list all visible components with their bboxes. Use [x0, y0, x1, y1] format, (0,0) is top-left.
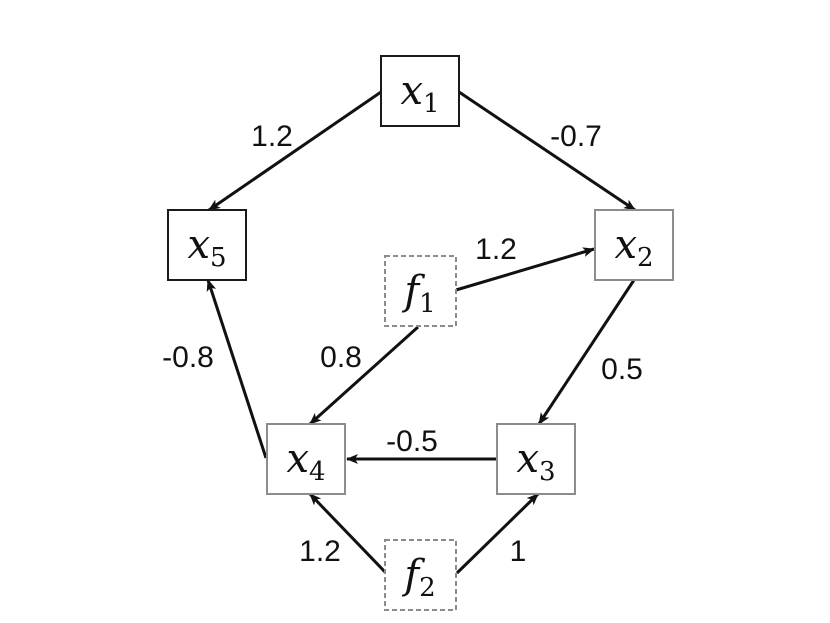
node-f2: f2: [384, 539, 457, 611]
edge-weight-x2-x3: 0.5: [601, 353, 643, 386]
edge-f1-x4: 0.8: [308, 325, 420, 426]
node-f2-sub: 2: [419, 573, 436, 603]
svg-text:x5: x5: [187, 222, 226, 273]
edge-weight-f2-x4: 1.2: [299, 535, 341, 568]
node-f1-sub: 1: [419, 289, 436, 319]
edge-weight-x4-x5: -0.8: [162, 341, 214, 374]
node-x5: x5: [167, 209, 247, 281]
node-x1-sub: 1: [423, 89, 440, 119]
node-x1: x1: [380, 55, 460, 127]
node-x4-sub: 4: [309, 457, 326, 487]
node-x1-base: x: [400, 68, 423, 114]
edge-weight-f1-x2: 1.2: [475, 233, 517, 266]
node-x3-sub: 3: [539, 457, 556, 487]
node-x3-base: x: [516, 436, 539, 482]
node-x2-base: x: [614, 222, 637, 268]
edge-weight-x3-x4: -0.5: [386, 425, 438, 458]
edge-x1-x2: -0.7: [458, 90, 636, 212]
node-x3: x3: [496, 423, 576, 495]
edge-f1-x2: 1.2: [455, 233, 595, 292]
edge-weight-x1-x2: -0.7: [550, 120, 602, 153]
node-x5-base: x: [187, 222, 210, 268]
edge-x4-x5: -0.8: [162, 279, 268, 459]
node-x2-sub: 2: [637, 243, 654, 273]
edge-weight-f1-x4: 0.8: [320, 341, 362, 374]
svg-text:x1: x1: [400, 68, 439, 119]
svg-text:x2: x2: [614, 222, 653, 273]
node-x4-base: x: [286, 436, 309, 482]
edge-f2-x3: 1: [455, 492, 540, 575]
edge-weight-f2-x3: 1: [510, 535, 527, 568]
svg-text:x4: x4: [286, 436, 325, 487]
edge-f2-x4: 1.2: [299, 492, 388, 575]
svg-text:x3: x3: [516, 436, 555, 487]
node-x4: x4: [266, 423, 346, 495]
node-x2: x2: [594, 209, 674, 281]
node-f1: f1: [384, 255, 457, 327]
node-x5-sub: 5: [210, 243, 227, 273]
edge-weight-x1-x5: 1.2: [251, 120, 293, 153]
edge-x3-x4: -0.5: [346, 425, 496, 464]
edge-x2-x3: 0.5: [537, 279, 643, 425]
edge-x1-x5: 1.2: [208, 90, 382, 212]
